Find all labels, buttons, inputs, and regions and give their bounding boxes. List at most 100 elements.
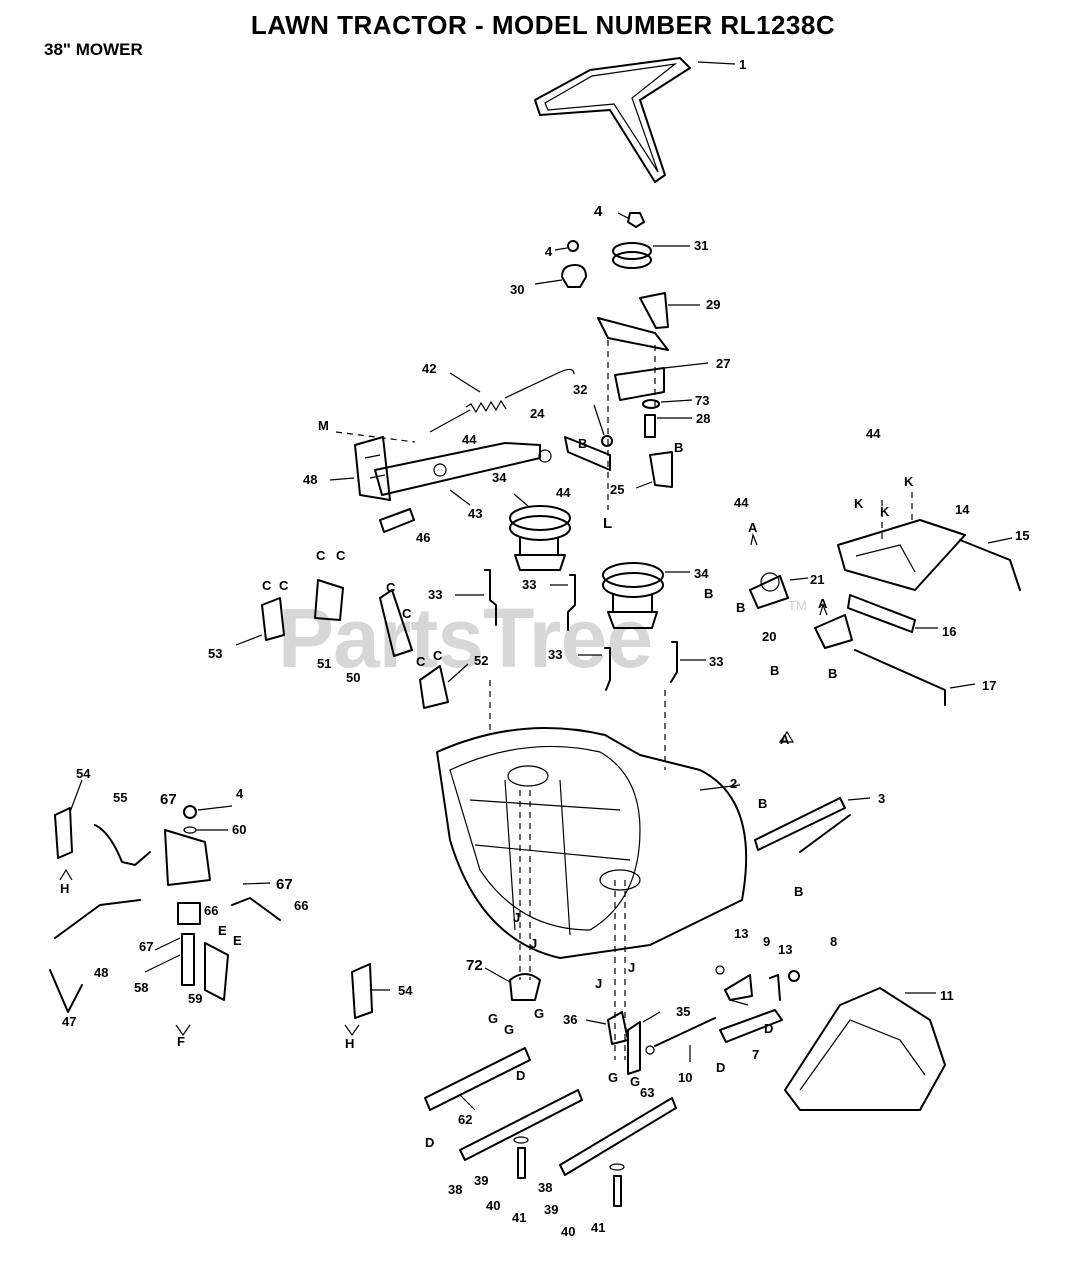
callout-D2: D [716, 1060, 725, 1075]
callout-41a: 41 [512, 1210, 526, 1225]
part-blade-adapters [351, 963, 661, 1075]
callout-40b: 40 [561, 1224, 575, 1239]
callout-B1: B [578, 436, 587, 451]
callout-30: 30 [510, 282, 524, 297]
callout-34b: 34 [694, 566, 709, 581]
callout-F: F [177, 1034, 185, 1049]
callout-33d: 33 [709, 654, 723, 669]
callout-4c: 4 [236, 786, 244, 801]
callout-54a: 54 [76, 766, 91, 781]
callout-15: 15 [1015, 528, 1029, 543]
callout-B8: B [794, 884, 803, 899]
callout-59: 59 [188, 991, 202, 1006]
callout-42: 42 [422, 361, 436, 376]
part-belt [534, 57, 736, 183]
callout-32: 32 [573, 382, 587, 397]
callout-44c: 44 [866, 426, 881, 441]
callout-G1: G [488, 1011, 498, 1026]
callout-44a: 44 [462, 432, 477, 447]
callout-1: 1 [739, 57, 746, 72]
callout-46: 46 [416, 530, 430, 545]
callout-K2: K [854, 496, 864, 511]
callout-2: 2 [730, 776, 737, 791]
callout-B4: B [736, 600, 745, 615]
callout-K3: K [880, 504, 890, 519]
callout-C1: C [262, 578, 272, 593]
part-deck-brackets [235, 579, 469, 709]
diagram-title: LAWN TRACTOR - MODEL NUMBER RL1238C [250, 10, 836, 40]
callout-41b: 41 [591, 1220, 605, 1235]
callout-C8: C [433, 648, 443, 663]
callout-33a: 33 [428, 587, 442, 602]
callout-33c: 33 [548, 647, 562, 662]
callout-G2: G [504, 1022, 514, 1037]
callout-52: 52 [474, 653, 488, 668]
callout-73: 73 [695, 393, 709, 408]
part-deck-guard [754, 797, 871, 853]
callout-72: 72 [466, 957, 483, 974]
callout-14: 14 [955, 502, 970, 517]
callout-67a: 67 [160, 791, 177, 808]
callout-67b: 67 [276, 876, 293, 893]
callout-E1: E [218, 923, 227, 938]
callout-3: 3 [878, 791, 885, 806]
callout-9: 9 [763, 934, 770, 949]
callout-44b: 44 [556, 485, 571, 500]
callout-D3: D [516, 1068, 525, 1083]
callout-B3: B [704, 586, 713, 601]
callout-35: 35 [676, 1004, 690, 1019]
callout-66a: 66 [204, 903, 218, 918]
callout-A1: A [748, 520, 758, 535]
callout-J4: J [628, 960, 635, 975]
part-spindle-left [509, 493, 571, 571]
callout-E2: E [233, 933, 242, 948]
callout-39a: 39 [474, 1173, 488, 1188]
callout-48b: 48 [94, 965, 108, 980]
callout-11: 11 [940, 988, 954, 1003]
part-bolts [455, 569, 706, 691]
callout-G4: G [608, 1070, 618, 1085]
callout-44d: 44 [734, 495, 749, 510]
callout-24: 24 [530, 406, 545, 421]
callout-28: 28 [696, 411, 710, 426]
callout-20: 20 [762, 629, 776, 644]
callout-K1: K [904, 474, 914, 489]
callout-D4: D [425, 1135, 434, 1150]
callout-62: 62 [458, 1112, 472, 1127]
callout-17: 17 [982, 678, 996, 693]
part-chute-mount [645, 965, 800, 1062]
diagram-subtitle: 38" MOWER [44, 40, 143, 59]
part-blades [424, 1047, 677, 1207]
callout-B2: B [674, 440, 683, 455]
callout-63: 63 [640, 1085, 654, 1100]
callout-34a: 34 [492, 470, 507, 485]
callout-27: 27 [716, 356, 730, 371]
callout-53: 53 [208, 646, 222, 661]
callout-39b: 39 [544, 1202, 558, 1217]
part-discharge-chute [784, 987, 946, 1111]
callout-29: 29 [706, 297, 720, 312]
callout-13a: 13 [734, 926, 748, 941]
callout-67c: 67 [139, 939, 153, 954]
callout-25: 25 [610, 482, 624, 497]
part-lift-assembly [749, 492, 1021, 706]
callout-21: 21 [810, 572, 824, 587]
callout-H2: H [345, 1036, 354, 1051]
callout-38b: 38 [538, 1180, 552, 1195]
callout-L: L [603, 515, 612, 532]
callout-31: 31 [694, 238, 708, 253]
callout-B5: B [770, 663, 779, 678]
callout-36: 36 [563, 1012, 577, 1027]
callout-B7: B [758, 796, 767, 811]
callout-13b: 13 [778, 942, 792, 957]
part-mower-deck [436, 726, 748, 959]
callout-C4: C [336, 548, 346, 563]
callout-8: 8 [830, 934, 837, 949]
callout-48: 48 [303, 472, 317, 487]
callout-C6: C [402, 606, 412, 621]
callout-60: 60 [232, 822, 246, 837]
reference-arrows [59, 532, 828, 1037]
callout-H1: H [60, 881, 69, 896]
callout-16: 16 [942, 624, 956, 639]
